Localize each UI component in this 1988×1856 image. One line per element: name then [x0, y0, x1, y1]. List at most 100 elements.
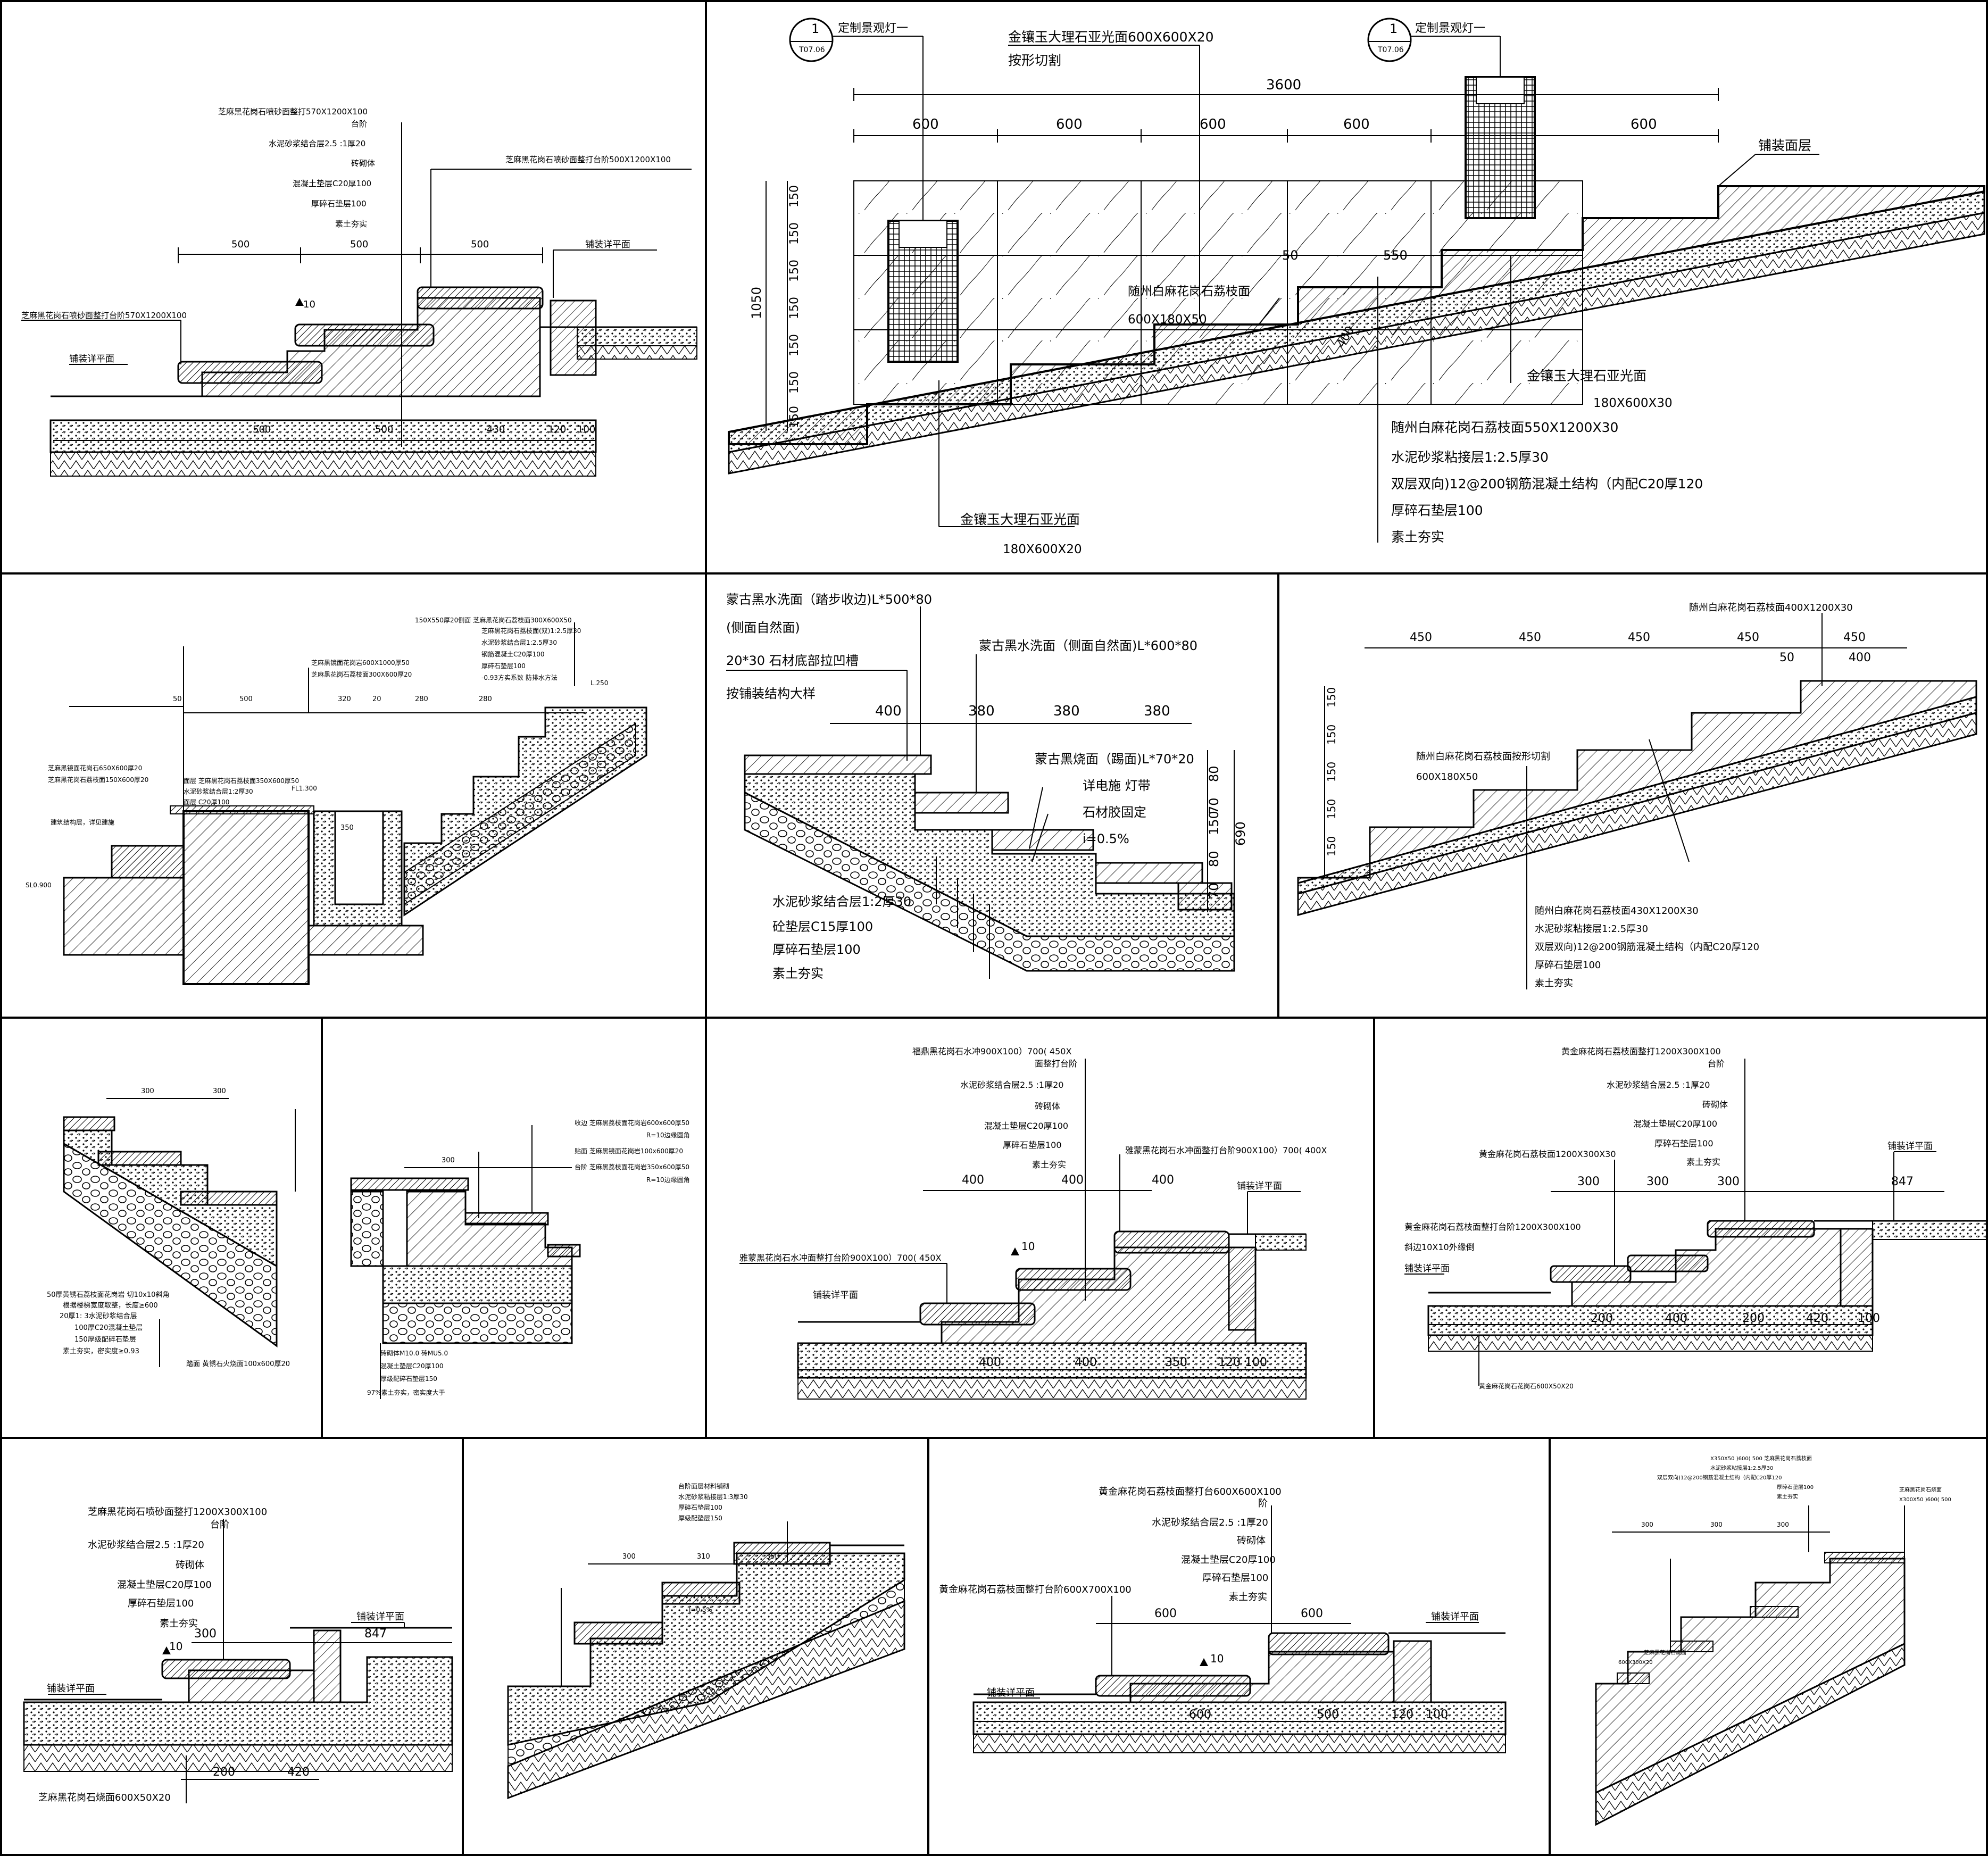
dim-label: 300: [194, 1627, 217, 1641]
dim-label: 300: [1777, 1521, 1789, 1528]
p11-label: 厚碎石垫层100: [678, 1503, 722, 1511]
dim-label: 3600: [1266, 77, 1301, 93]
dim-label: 150: [788, 222, 801, 245]
dim-label: 450: [1737, 631, 1759, 644]
p3-label: 厚碎石垫层100: [481, 662, 526, 670]
p12-label: 黄金麻花岗石荔枝面整打台600X600X100: [1099, 1486, 1282, 1497]
p6-label: 根据楼梯宽度取整，长度≥600: [63, 1301, 158, 1310]
p2-label: 厚碎石垫层100: [1391, 503, 1483, 518]
dim-label: 300: [1717, 1175, 1740, 1188]
panel-13-small-stair: 300 300 300: [1595, 1505, 1906, 1826]
p10-label: 铺装详平面: [356, 1611, 404, 1622]
p9-label: 铺装详平面: [1887, 1141, 1933, 1152]
p3-label: 水泥砂浆结合层1:2.5厚30: [481, 638, 557, 646]
dim-label: 400: [1665, 1312, 1687, 1325]
p1-label: 水泥砂浆结合层2.5 :1厚20: [269, 139, 365, 148]
dim-label: 20: [372, 695, 381, 703]
p1-label: 厚碎石垫层100: [311, 199, 367, 209]
p8-label: 厚碎石垫层100: [1003, 1140, 1062, 1150]
dim-label: 150: [1325, 799, 1338, 819]
panel-10-black-granite-step: 300 847 200 420 10: [23, 1519, 453, 1803]
dim-label: 400: [875, 703, 902, 719]
p3-label: 芝麻黑花岗石荔枝面150X600厚20: [48, 776, 148, 784]
p3-label: 面层 C20厚100: [184, 798, 229, 806]
p2-label: 随州白麻花岗石荔枝面: [1128, 285, 1250, 298]
p6-label: 素土夯实，密实度≥0.93: [63, 1347, 139, 1355]
p13-label: 厚碎石垫层100: [1777, 1484, 1814, 1491]
p7-label: 砖砌体M10.0 砖MU5.0: [380, 1349, 448, 1357]
panel-6-rust-stone-stair: 300 300: [63, 1087, 296, 1367]
p7-label: R=10边缘圆角: [646, 1131, 690, 1139]
p12-label: 水泥砂浆结合层2.5 :1厚20: [1152, 1517, 1268, 1528]
panel-12-golden-granite-step: 600 600 600 500 120 100 10: [972, 1505, 1507, 1753]
dim-label: 150: [1207, 811, 1221, 835]
p3-label: 150X550厚20侧面 芝麻黑花岗石荔枝面300X600X50: [415, 616, 572, 624]
p10-label: 芝麻黑花岗石烧面600X50X20: [38, 1792, 171, 1803]
p4-label: 按铺装结构大样: [726, 686, 816, 701]
panel-5-granite-stair-section: 450 450 450 450 450 50 400 150 150 150 1…: [1297, 613, 1977, 989]
p5-label: 厚碎石垫层100: [1535, 960, 1601, 971]
p6-label: 150厚级配碎石垫层: [74, 1335, 136, 1344]
dim-label: 100: [1426, 1708, 1448, 1721]
p13-label: 芝麻黑花岗石烧面: [1644, 1649, 1686, 1656]
p1-label: 芝麻黑花岗石喷砂面整打台阶570X1200X100: [21, 311, 187, 320]
p6-label: 100厚C20混凝土垫层: [74, 1324, 143, 1332]
dim-label: 150: [788, 406, 801, 428]
dim-label: 280: [415, 695, 428, 703]
p4-label: 石材胶固定: [1083, 805, 1146, 820]
p4-label: 20*30 石材底部拉凹槽: [726, 653, 859, 668]
dim-label: 320: [338, 695, 351, 703]
p8-label: 铺装详平面: [813, 1290, 858, 1301]
dim-label: 150: [788, 297, 801, 319]
p7-label: 厚级配碎石垫层150: [380, 1375, 437, 1383]
p12-label: 砖砌体: [1237, 1535, 1266, 1546]
dim-label: 847: [364, 1627, 387, 1641]
p5-label: 双层双向)12@200钢筋混凝土结构（内配C20厚120: [1535, 942, 1759, 953]
p10-label: 素土夯实: [160, 1618, 198, 1629]
p12-label: 素土夯实: [1229, 1592, 1267, 1603]
p8-label: 铺装详平面: [1237, 1181, 1282, 1192]
dim-label: 1050: [749, 287, 764, 319]
p3-label: -0.93方实系数 防排水方法: [481, 673, 558, 681]
panel-8-granite-step: 400 400 400 400 400 350 120 100 10: [739, 1059, 1307, 1400]
dim-label: 70: [1207, 883, 1221, 899]
dim-label: 420: [287, 1766, 310, 1779]
dim-label: 600: [1200, 116, 1226, 132]
p8-label: 混凝土垫层C20厚100: [984, 1121, 1068, 1131]
panel-4-led-stair-section: 400 380 380 380 80 70 150 80 70 690: [726, 606, 1248, 979]
p3-label: SL0.900: [26, 881, 52, 889]
p1-label: 芝麻黑花岗石喷砂面整打台阶500X1200X100: [505, 155, 671, 164]
p9-label: 素土夯实: [1686, 1157, 1720, 1167]
dim-label: 150: [1325, 687, 1338, 708]
p5-label: 随州白麻花岗石荔枝面430X1200X30: [1535, 905, 1699, 917]
dim-label: 400: [1849, 651, 1871, 664]
dim-label: 10: [1021, 1240, 1035, 1253]
p8-label: 雅蒙黑花岗石水冲面整打台阶900X100）700( 400X: [1125, 1145, 1327, 1155]
p11-label: i=0.5%: [689, 1606, 712, 1613]
p10-label: 铺装详平面: [47, 1683, 95, 1694]
dim-label: 450: [1410, 631, 1432, 644]
p3-label: 芝麻黑镜面花岗岩600X1000厚50: [311, 659, 410, 667]
dim-label: 380: [1053, 703, 1080, 719]
p5-label: 水泥砂浆粘接层1:2.5厚30: [1535, 923, 1648, 935]
dim-label: 150: [1325, 836, 1338, 856]
p4-label: 素土夯实: [772, 966, 824, 981]
p7-label: 混凝土垫层C20厚100: [380, 1362, 444, 1370]
p7-label: 贴面 芝麻黑镜面花岗岩100x600厚20: [575, 1147, 683, 1155]
p11-label: 厚级配垫层150: [678, 1514, 722, 1522]
p12-label: 黄金麻花岗石荔枝面整打台阶600X700X100: [939, 1584, 1132, 1595]
dim-label: 690: [1233, 821, 1248, 846]
p9-label: 厚碎石垫层100: [1654, 1138, 1713, 1148]
dim-label: 10: [1210, 1652, 1224, 1665]
dim-label: 300: [1641, 1521, 1653, 1528]
p4-label: 详电施 灯带: [1083, 778, 1151, 793]
p4-label: 蒙古黑水洗面（侧面自然面)L*600*80: [979, 638, 1197, 653]
p13-label: X300X50 )600( 500: [1899, 1497, 1951, 1503]
p13-label: 600X300X20: [1618, 1660, 1653, 1666]
dim-label: 10: [169, 1640, 182, 1653]
p13-label: 双层双向)12@200钢筋混凝土结构（内配C20厚120: [1657, 1474, 1782, 1481]
p2-label: 随州白麻花岗石荔枝面550X1200X30: [1391, 420, 1618, 435]
dim-label: 50: [173, 695, 182, 703]
